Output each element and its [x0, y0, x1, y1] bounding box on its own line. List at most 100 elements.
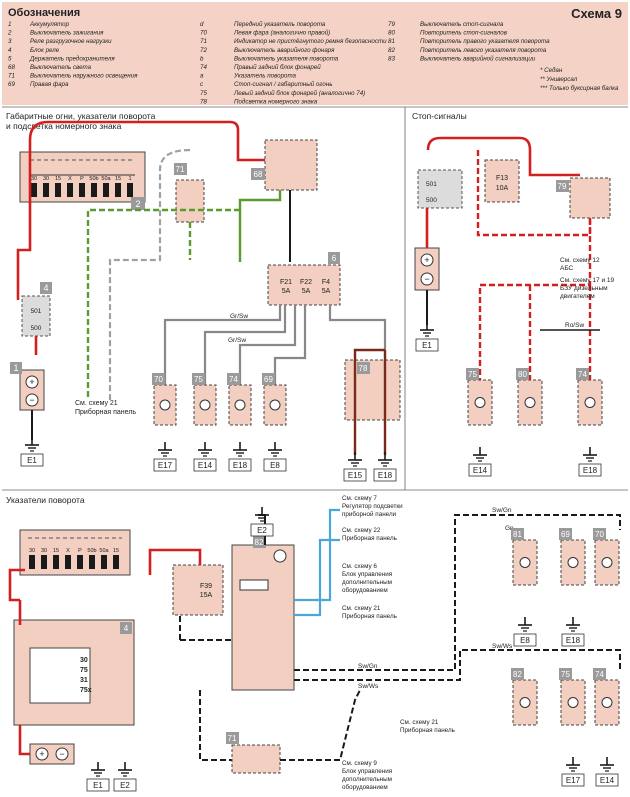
legend-text: Выключатель указателя поворота: [234, 55, 339, 62]
switch-pin: [101, 555, 107, 569]
battery-bottom-minus-sign: −: [59, 749, 64, 759]
tag-82-label: 82: [255, 538, 264, 547]
lamp-bulb-icon: [269, 399, 281, 411]
ground-label: E1: [27, 456, 37, 465]
turn-signal-switch-82: [231, 544, 295, 691]
section-title-stop: Стоп-сигналы: [412, 111, 467, 121]
tag-74: [227, 373, 240, 385]
fuse-f39-label: F39: [200, 583, 212, 590]
ref-line: Приборная панель: [400, 726, 456, 734]
lamp-bulb-icon: [519, 697, 531, 708]
legend-code: c: [200, 81, 204, 88]
ground-tag: [263, 458, 287, 472]
fuse-f4-rating: 5A: [322, 288, 331, 295]
fuse-f22-label: F22: [300, 279, 312, 286]
ground-tag: [415, 338, 439, 352]
tag-74: [593, 668, 606, 680]
legend-code: 3: [8, 38, 12, 45]
tag-70: [593, 528, 606, 540]
ref-line: См. схему 22: [342, 527, 381, 534]
wire-blue-scheme7: [294, 508, 340, 602]
tag-78: [357, 362, 370, 374]
wire-grey-left: [108, 148, 191, 400]
ground-label: E1: [422, 341, 432, 350]
switch-pin: [55, 183, 61, 197]
relay-3-pin-30: 30: [80, 657, 88, 664]
fuse-f13-label: F13: [496, 175, 508, 182]
ground-tag: [595, 773, 619, 787]
stop-relay-pin-501: 501: [426, 181, 437, 188]
fuse-f13-rating: 10A: [496, 185, 509, 192]
ground-tag: [373, 468, 397, 482]
scheme-title: Схема 9: [571, 6, 622, 21]
legend-note: * Седан: [540, 67, 563, 74]
tag-71: [174, 163, 187, 175]
tag-69-label: 69: [264, 375, 273, 384]
legend-code: 79: [388, 21, 395, 28]
legend-code: 75: [200, 90, 207, 97]
legend-text: Выключатель зажигания: [30, 30, 104, 37]
flasher-resistor: [239, 579, 269, 591]
wire-to-fuse-bottom: [148, 548, 202, 575]
legend-code: 82: [388, 47, 395, 54]
ref-line: См. схему 21: [400, 719, 439, 726]
stop-relay-pin-500: 500: [426, 197, 437, 204]
light-switch-71: [175, 179, 205, 223]
tag-4-label: 4: [43, 283, 48, 293]
legend-code: 83: [388, 55, 395, 62]
switch-pin: [43, 183, 49, 197]
ground-label: E14: [600, 776, 615, 785]
lamp-bulb-icon: [199, 399, 211, 411]
legend-text: Выключатель наружного освещения: [30, 73, 138, 80]
switch-pin-label: 50b: [87, 548, 96, 554]
wire-stop-distribution: [478, 218, 592, 380]
fuse-f4-label: F4: [322, 279, 330, 286]
switch-pin-label: 50a: [99, 548, 109, 554]
flasher-unit-icon: [273, 549, 287, 563]
fuse-f39-rating: 15A: [200, 592, 213, 599]
wire-71-to-switch: [280, 689, 361, 761]
legend-code: 71: [200, 38, 207, 45]
tag-4b-label: 4: [124, 624, 129, 633]
battery-minus-sign: −: [29, 395, 34, 405]
tag-74: [576, 368, 589, 380]
ref-line: Блок управления: [342, 768, 392, 775]
ground-tag: [343, 468, 367, 482]
legend-text: Выключатель стоп-сигнала: [420, 21, 504, 28]
lamp-bulb-icon: [524, 397, 536, 408]
legend-text: Блок реле: [30, 47, 60, 54]
ref-line: приборной панели: [342, 510, 397, 518]
tag-69: [559, 528, 572, 540]
tag-75: [192, 373, 205, 385]
tag-71b-label: 71: [228, 734, 237, 743]
battery-plus-terminal: [25, 375, 39, 389]
ground-tag: [86, 778, 110, 792]
legend-code: 1: [8, 21, 11, 28]
ref-line: оборудованием: [342, 586, 388, 594]
relay-4-pin-500: 500: [31, 325, 42, 332]
legend-code: 69: [8, 81, 15, 88]
legend-code: 81: [388, 38, 395, 45]
ground-tag: [578, 463, 602, 477]
tag-82: [511, 668, 524, 680]
switch-pin-label: 15: [53, 548, 59, 554]
tag-75-label: 75: [468, 370, 477, 379]
switch-pin-label: 30: [31, 176, 37, 182]
legend-text: Правая фара: [30, 81, 69, 88]
ref-line: См. схему 21: [342, 605, 381, 612]
tag-79: [556, 180, 569, 192]
wire-bottom-left-loop: [179, 615, 232, 641]
tag-2: [131, 197, 145, 210]
switch-pin-label: 1: [128, 176, 131, 182]
light-switch-71-bottom: [231, 744, 281, 774]
